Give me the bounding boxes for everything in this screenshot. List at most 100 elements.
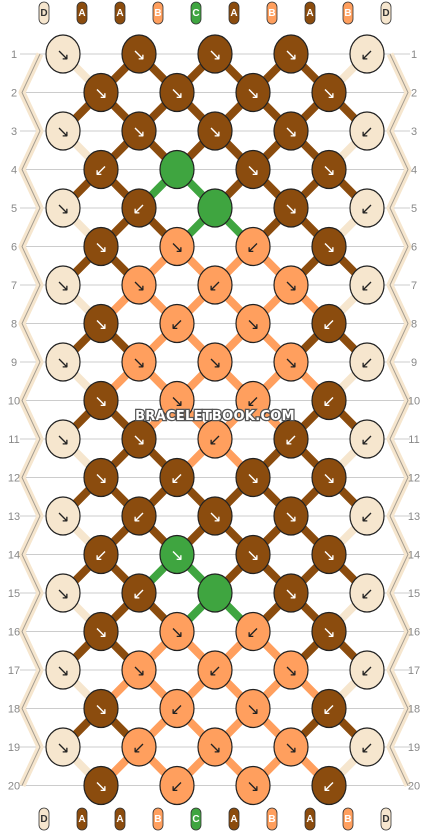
knot-direction-arrow: ↙ [360,353,373,372]
knot: ↘ [311,534,347,575]
strand-end-label: A [306,8,313,19]
row-label: 7 [411,280,417,292]
knot: ↘ [45,573,81,613]
knot-direction-arrow: ↘ [56,353,69,372]
row-label: 6 [411,242,417,254]
row-label: 20 [8,781,20,793]
knot-grid: ↘↘↘↘↙↘↘↘↘↘↘↘↘↙↙↘↘↘↙↘↙↘↘↙↘↘↘↙↘↙↘↙↘↙↘↘↘↘↙↘… [45,34,385,806]
knot-direction-arrow: ↘ [284,353,297,372]
knot-direction-arrow: ↘ [208,45,221,64]
strand-end-label: A [78,814,85,825]
strand-end-top: C [190,1,202,25]
row-label: 15 [408,588,420,600]
strand-end-label: B [268,814,275,825]
knot-direction-arrow: ↙ [322,777,335,796]
strand-end-bottom: A [114,807,126,831]
knot: ↙ [349,496,385,536]
knot: ↙ [311,765,347,806]
knot-direction-arrow: ↘ [94,469,107,488]
knot-direction-arrow: ↘ [132,276,145,295]
knot: ↘ [273,188,309,228]
strand-end-top: A [304,1,316,25]
knot: ↘ [197,111,233,151]
knot-direction-arrow: ↙ [246,392,259,411]
strand-end-label: A [230,814,237,825]
row-label: 16 [408,627,420,639]
strand-end-label: A [116,8,123,19]
knot: ↙ [349,419,385,459]
row-label: 19 [8,742,20,754]
knot-direction-arrow: ↘ [284,507,297,526]
knot-direction-arrow: ↘ [246,777,259,796]
row-label: 19 [408,742,420,754]
knot: ↘ [83,457,119,498]
knot-direction-arrow: ↘ [56,738,69,757]
knot: ↘ [45,188,81,228]
row-label: 10 [8,396,20,408]
knot-direction-arrow: ↙ [322,315,335,334]
strand-end-label: B [268,8,275,19]
knot: ↙ [349,188,385,228]
knot: ↙ [235,611,271,652]
knot-direction-arrow: ↘ [322,238,335,257]
row-label: 12 [8,473,20,485]
knot-direction-arrow: ↙ [360,45,373,64]
knot: ↘ [45,342,81,382]
knot-direction-arrow: ↘ [56,199,69,218]
knot: ↘ [83,226,119,267]
knot-direction-arrow: ↘ [322,546,335,565]
knot-direction-arrow: ↘ [56,45,69,64]
strand-end-label: D [382,814,389,825]
strand-end-label: A [116,814,123,825]
knot: ↘ [45,650,81,690]
strand-end-bottom: A [76,807,88,831]
knot: ↘ [311,457,347,498]
knot: ↘ [311,611,347,652]
knot-direction-arrow: ↘ [170,546,183,565]
knot: ↘ [273,265,309,305]
strand-end-bottom: D [38,807,50,831]
knot-direction-arrow: ↘ [56,507,69,526]
row-label: 1 [11,49,17,61]
knot-direction-arrow: ↙ [246,623,259,642]
knot: ↘ [121,342,157,382]
knot: ↘ [235,303,271,344]
strand-end-top: A [228,1,240,25]
knot: ↘ [273,496,309,536]
strand-end-bottom: B [266,807,278,831]
knot: ↙ [197,265,233,305]
knot: ↙ [197,650,233,690]
knot-direction-arrow: ↙ [360,507,373,526]
strand-end-top: D [380,1,392,25]
strand-end-top: B [266,1,278,25]
knot-direction-arrow: ↘ [246,700,259,719]
knot: ↘ [235,457,271,498]
knot: ↘ [273,650,309,690]
knot-direction-arrow: ↙ [360,430,373,449]
row-label: 14 [8,550,20,562]
strand-end-label: C [192,814,199,825]
row-label: 9 [11,357,17,369]
row-label: 17 [8,665,20,677]
knot-direction-arrow: ↙ [170,700,183,719]
knot-direction-arrow: ↙ [360,122,373,141]
strand-end-bottom: A [304,807,316,831]
knot: ↘ [45,496,81,536]
knot-direction-arrow: ↘ [94,392,107,411]
row-label: 13 [8,511,20,523]
knot-direction-arrow: ↙ [132,738,145,757]
knot: ↙ [83,534,119,575]
knot: ↙ [159,688,195,729]
knot: ↙ [349,34,385,74]
row-label: 13 [408,511,420,523]
strand-end-top: D [38,1,50,25]
knot [197,188,233,228]
knot [197,573,233,613]
knot: ↘ [45,419,81,459]
knot-direction-arrow: ↘ [170,238,183,257]
knot: ↙ [121,188,157,228]
knot: ↘ [235,765,271,806]
knot-direction-arrow: ↘ [284,45,297,64]
knot-direction-arrow: ↙ [94,546,107,565]
